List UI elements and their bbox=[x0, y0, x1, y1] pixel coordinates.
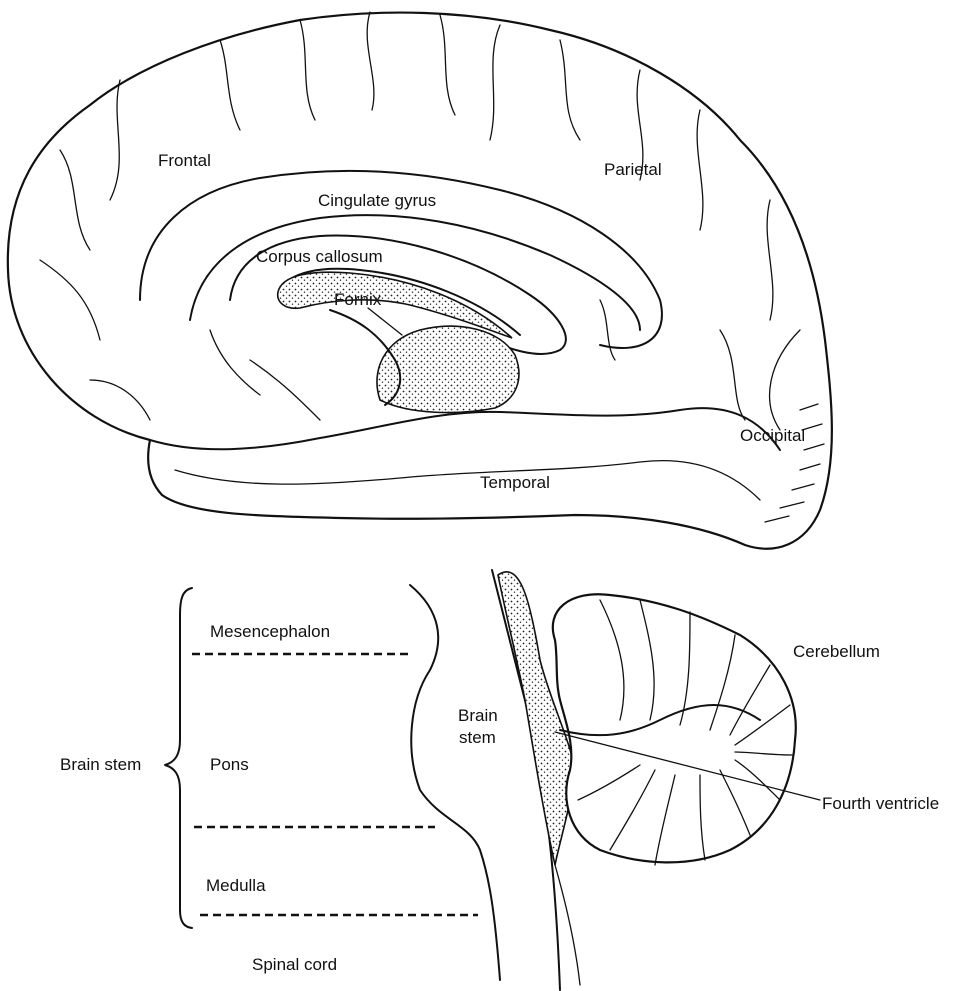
label-medulla: Medulla bbox=[206, 876, 266, 895]
fornix bbox=[329, 309, 402, 406]
label-cingulate-gyrus: Cingulate gyrus bbox=[318, 191, 436, 210]
temporal-lobe-outline bbox=[149, 407, 781, 451]
lateral-ventricle bbox=[276, 271, 513, 339]
corpus-callosum-outline bbox=[229, 234, 567, 355]
cerebrum bbox=[6, 11, 833, 550]
label-fornix: Fornix bbox=[334, 290, 382, 309]
brain-stem-drawing bbox=[409, 569, 581, 991]
folia-line bbox=[639, 599, 655, 721]
label-parietal: Parietal bbox=[604, 160, 662, 179]
label-fourth-ventricle: Fourth ventricle bbox=[822, 794, 939, 813]
cingulate-inner-line bbox=[189, 214, 641, 331]
folia-line bbox=[699, 774, 706, 861]
folia-line bbox=[734, 751, 793, 756]
label-spinal-cord: Spinal cord bbox=[252, 955, 337, 974]
label-corpus-callosum: Corpus callosum bbox=[256, 247, 383, 266]
label-cerebellum: Cerebellum bbox=[793, 642, 880, 661]
label-mesencephalon: Mesencephalon bbox=[210, 622, 330, 641]
cingulate-gyrus-outline bbox=[139, 169, 663, 349]
thalamus bbox=[376, 325, 520, 414]
occipital-hatching bbox=[764, 403, 825, 523]
brain-stem-front-outline bbox=[409, 584, 501, 981]
folia-line bbox=[729, 664, 771, 736]
temporal-gyrus-line bbox=[174, 459, 761, 501]
sulci bbox=[39, 11, 801, 431]
folia-line bbox=[577, 764, 641, 801]
fourth-ventricle-pointer bbox=[554, 731, 821, 801]
cerebellum-outline bbox=[551, 593, 797, 864]
label-frontal: Frontal bbox=[158, 151, 211, 170]
folia-line bbox=[734, 759, 781, 801]
spinal-canal-line bbox=[554, 864, 581, 986]
label-occipital: Occipital bbox=[740, 426, 805, 445]
cerebellum-drawing bbox=[551, 593, 821, 866]
label-brain-stem-line1: Brain bbox=[458, 706, 498, 725]
label-pons: Pons bbox=[210, 755, 249, 774]
cerebellum-fissure bbox=[559, 704, 761, 737]
label-brain-stem-line2: stem bbox=[459, 728, 496, 747]
brain-stem-bracket bbox=[164, 587, 193, 929]
folia-line bbox=[609, 769, 656, 851]
label-temporal: Temporal bbox=[480, 473, 550, 492]
folia-line bbox=[599, 599, 625, 721]
label-brain-stem-bracket: Brain stem bbox=[60, 755, 141, 774]
folia-line bbox=[654, 774, 676, 866]
curly-brace bbox=[164, 587, 193, 929]
folia-line bbox=[679, 611, 691, 726]
fornix-pointer bbox=[367, 307, 403, 336]
brain-stem-stipple bbox=[497, 571, 576, 866]
folia-line bbox=[734, 704, 791, 746]
folia-line bbox=[709, 634, 736, 731]
